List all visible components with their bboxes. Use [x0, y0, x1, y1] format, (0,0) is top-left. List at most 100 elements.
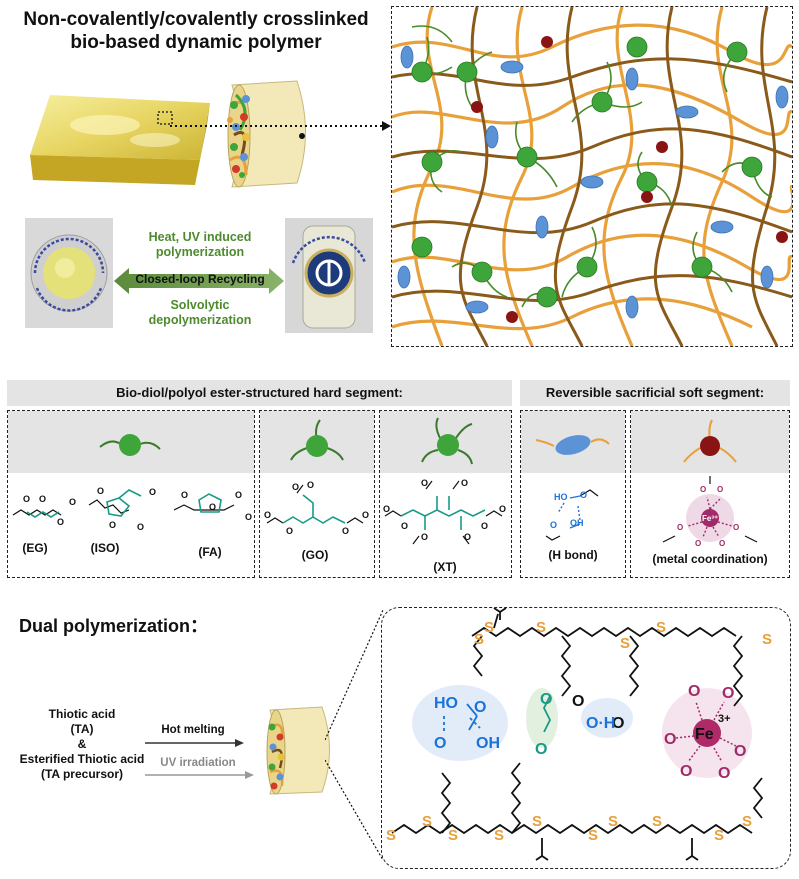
svg-text:S: S	[474, 631, 484, 648]
svg-text:S: S	[762, 631, 772, 648]
svg-text:Fe: Fe	[695, 726, 714, 743]
molecular-detail-frame: HO O O OH O O O O O·H Fe 3+ O O	[381, 607, 791, 869]
svg-text:S: S	[536, 619, 546, 636]
svg-text:S: S	[656, 619, 666, 636]
bead-three-arms	[290, 419, 344, 461]
vial-photo	[285, 218, 373, 333]
network-diagram-frame	[391, 6, 793, 347]
hot-melting-label: Hot melting	[161, 724, 225, 736]
svg-text:O: O	[57, 517, 64, 527]
svg-text:O: O	[149, 487, 156, 497]
blue-beads	[397, 45, 789, 319]
svg-text:O: O	[612, 715, 624, 732]
figure-title: Non-covalently/covalently crosslinked bi…	[6, 8, 386, 54]
svg-text:O: O	[572, 693, 584, 710]
svg-text:O: O	[137, 522, 144, 532]
svg-text:O: O	[700, 485, 706, 494]
svg-text:O: O	[69, 497, 76, 507]
svg-text:O: O	[97, 486, 104, 496]
svg-text:S: S	[448, 827, 458, 844]
svg-text:O: O	[734, 743, 746, 760]
uv-irradiation-arrow	[145, 771, 254, 779]
svg-text:O: O	[481, 521, 488, 531]
label-eg: (EG)	[22, 541, 48, 555]
zoom-callout-lines	[325, 609, 384, 861]
blue-bead-two-arms	[535, 435, 610, 455]
svg-text:S: S	[532, 813, 542, 830]
svg-text:O: O	[264, 510, 271, 520]
svg-text:O: O	[580, 490, 587, 500]
svg-text:O: O	[680, 763, 692, 780]
svg-text:O: O	[383, 504, 390, 514]
label-metal-coordination: (metal coordination)	[652, 552, 768, 566]
svg-text:S: S	[386, 827, 396, 844]
svg-text:O: O	[718, 765, 730, 782]
hot-melting-arrow	[145, 739, 244, 747]
molecular-network: HO O O OH O O O O O·H Fe 3+ O O	[386, 608, 772, 861]
svg-text:O: O	[535, 741, 547, 758]
svg-text:O: O	[342, 526, 349, 536]
svg-text:O: O	[286, 526, 293, 536]
hard-segment-header: Bio-diol/polyol ester-structured hard se…	[7, 380, 512, 406]
structure-h-bond: HO O O OH	[545, 489, 599, 541]
label-h-bond: (H bond)	[548, 548, 598, 562]
svg-text:S: S	[494, 827, 504, 844]
svg-text:O: O	[362, 510, 369, 520]
depolymerization-label: Solvolytic depolymerization	[148, 298, 252, 327]
recycling-arrows	[114, 268, 284, 294]
polymer-block-photo	[30, 95, 210, 185]
svg-text:O: O	[23, 494, 30, 504]
svg-text:S: S	[620, 635, 630, 652]
dish-photo	[25, 218, 113, 328]
svg-text:O: O	[550, 520, 557, 530]
closed-loop-label: Closed-loop Recycling	[135, 272, 265, 286]
svg-text:S: S	[714, 827, 724, 844]
svg-text:O: O	[695, 539, 701, 548]
title-line-2: bio-based dynamic polymer	[70, 32, 322, 53]
svg-text:O: O	[109, 520, 116, 530]
svg-text:S: S	[484, 619, 494, 636]
polymer-network	[392, 7, 792, 346]
soft-segment-header: Reversible sacrificial soft segment:	[520, 380, 790, 406]
svg-text:S: S	[608, 813, 618, 830]
label-iso: (ISO)	[90, 541, 120, 555]
svg-text:O: O	[464, 532, 471, 542]
svg-text:O: O	[719, 539, 725, 548]
svg-text:O: O	[421, 532, 428, 542]
red-bead-three-arms	[683, 419, 737, 463]
green-beads	[411, 36, 763, 308]
title-line-1: Non-covalently/covalently crosslinked	[23, 9, 369, 30]
polymerization-label: Heat, UV induced polymerization	[148, 230, 252, 259]
dual-polymerization-heading: Dual polymerization：	[19, 616, 209, 636]
svg-text:S: S	[422, 813, 432, 830]
svg-text:OH: OH	[570, 518, 584, 528]
label-go: (GO)	[301, 548, 329, 562]
polymer-cylinder-top	[227, 80, 306, 188]
svg-text:O: O	[39, 494, 46, 504]
svg-text:S: S	[652, 813, 662, 830]
svg-text:O: O	[540, 691, 552, 708]
svg-text:O: O	[688, 683, 700, 700]
reactants-block: Thiotic acid (TA) & Esterified Thiotic a…	[19, 707, 145, 781]
highlight-halos	[412, 685, 752, 778]
svg-text:O: O	[292, 482, 299, 492]
svg-text:O: O	[461, 478, 468, 488]
svg-text:O: O	[235, 490, 242, 500]
svg-text:O: O	[209, 502, 216, 512]
uv-irradiation-label: UV irradiation	[160, 757, 236, 769]
svg-text:O·H: O·H	[586, 715, 615, 732]
svg-text:O: O	[474, 699, 486, 716]
svg-text:O: O	[181, 490, 188, 500]
svg-text:O: O	[434, 735, 446, 752]
svg-text:Fe³⁺: Fe³⁺	[702, 514, 718, 523]
svg-text:O: O	[307, 480, 314, 490]
bead-two-arms	[99, 434, 161, 456]
svg-text:S: S	[742, 813, 752, 830]
label-fa: (FA)	[198, 545, 222, 559]
green-side-chains	[411, 25, 773, 308]
svg-text:3+: 3+	[718, 713, 731, 725]
svg-text:HO: HO	[554, 492, 568, 502]
